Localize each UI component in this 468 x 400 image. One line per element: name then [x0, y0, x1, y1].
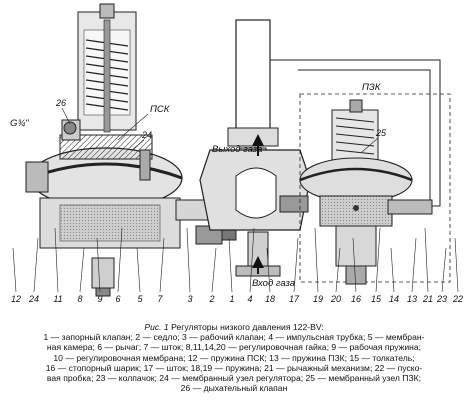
caption-line: 26 — дыхательный клапан	[180, 383, 288, 394]
callout-bottom: 15	[371, 294, 382, 304]
callout-bottom: 16	[351, 294, 361, 304]
callout-bottom: 14	[389, 294, 399, 304]
callout-bottom: 6	[115, 294, 120, 304]
figure-caption: Рис. 1 Регуляторы низкого давления 122-B…	[4, 322, 464, 393]
callout-leader	[441, 247, 447, 293]
pzk-frame	[299, 93, 451, 283]
callout-bottom: 19	[313, 294, 323, 304]
callout-leader	[314, 227, 319, 293]
callout-bottom: 2	[208, 294, 214, 304]
callout-bottom: 13	[407, 294, 417, 304]
label-g34: G¾"	[10, 118, 29, 129]
caption-line: 16 — стопорный шарик; 17 — шток; 18,19 —…	[45, 362, 423, 373]
caption-line: ная камера; 6 — рычаг; 7 — шток; 8,11,14…	[46, 342, 422, 353]
callout-leader	[375, 227, 381, 293]
callout-leader	[136, 247, 141, 293]
callout-bottom: 20	[330, 294, 341, 304]
callout-leader	[424, 227, 429, 293]
callout-leader	[96, 237, 101, 293]
callout-leader	[117, 227, 123, 293]
callouts-top	[61, 107, 379, 153]
callout-bottom: 5	[137, 294, 143, 304]
callout-leader	[211, 247, 217, 293]
caption-title-text: Регуляторы низкого давления 122-BV:	[171, 322, 324, 332]
callout-leader	[33, 237, 39, 293]
caption-line: вая пробка; 23 — колпачок; 24 — мембранн…	[46, 373, 422, 384]
callout-bottom: 11	[53, 294, 62, 304]
callout-bottom: 3	[187, 294, 192, 304]
callout-bottom: 4	[247, 294, 252, 304]
callout-leader	[293, 237, 299, 293]
caption-fig: Рис. 1	[144, 322, 169, 332]
caption-line: 1 — запорный клапан; 2 — седло; 3 — рабо…	[43, 332, 425, 343]
callout-leader	[352, 237, 357, 293]
callout-bottom: 21	[422, 294, 433, 304]
callout-bottom: 1	[229, 294, 234, 304]
callout-bottom: 7	[157, 294, 163, 304]
callout-leader	[249, 227, 255, 293]
label-pzk: ПЗК	[362, 82, 382, 93]
label-outlet: Выход газа	[212, 144, 262, 155]
callout-bottom: 8	[77, 294, 82, 304]
callout-leader	[159, 237, 165, 293]
label-inlet: Вход газа	[252, 278, 295, 289]
callout-top-1: 24	[141, 130, 152, 140]
callout-leader	[54, 227, 59, 293]
callout-bottom: 12	[11, 294, 21, 304]
impulse-tube	[270, 59, 441, 207]
callout-bottom: 9	[97, 294, 102, 304]
callout-bottom: 17	[289, 294, 300, 304]
callout-bottom: 18	[265, 294, 275, 304]
label-psk: ПСК	[150, 104, 171, 115]
callout-bottom: 22	[452, 294, 463, 304]
regulator-body	[25, 119, 183, 297]
callout-leader	[266, 247, 271, 293]
caption-line: 10 — регулировочная мембрана; 12 — пружи…	[53, 352, 415, 363]
regulator-drawing: G¾" ПСК ПЗК Выход газа Вход газа 26 24 2…	[10, 3, 463, 304]
callout-leader	[390, 247, 395, 293]
valve-body	[199, 149, 311, 277]
callouts-bottom-leaders	[12, 227, 459, 293]
callout-leader	[228, 237, 233, 293]
caption-title: Рис. 1 Регуляторы низкого давления 122-B…	[4, 322, 464, 332]
callout-top-0: 26	[55, 98, 66, 108]
callout-leader	[454, 237, 459, 293]
callout-bottom: 23	[436, 294, 447, 304]
spring-housing	[77, 3, 137, 133]
callout-leader	[79, 247, 85, 293]
callout-leader	[186, 227, 191, 293]
callout-top-2: 25	[375, 128, 387, 138]
callout-leader	[12, 247, 17, 293]
callout-bottom: 24	[28, 294, 39, 304]
callout-leader	[335, 247, 341, 293]
pzk-unit	[299, 99, 433, 285]
callout-leader	[411, 237, 417, 293]
